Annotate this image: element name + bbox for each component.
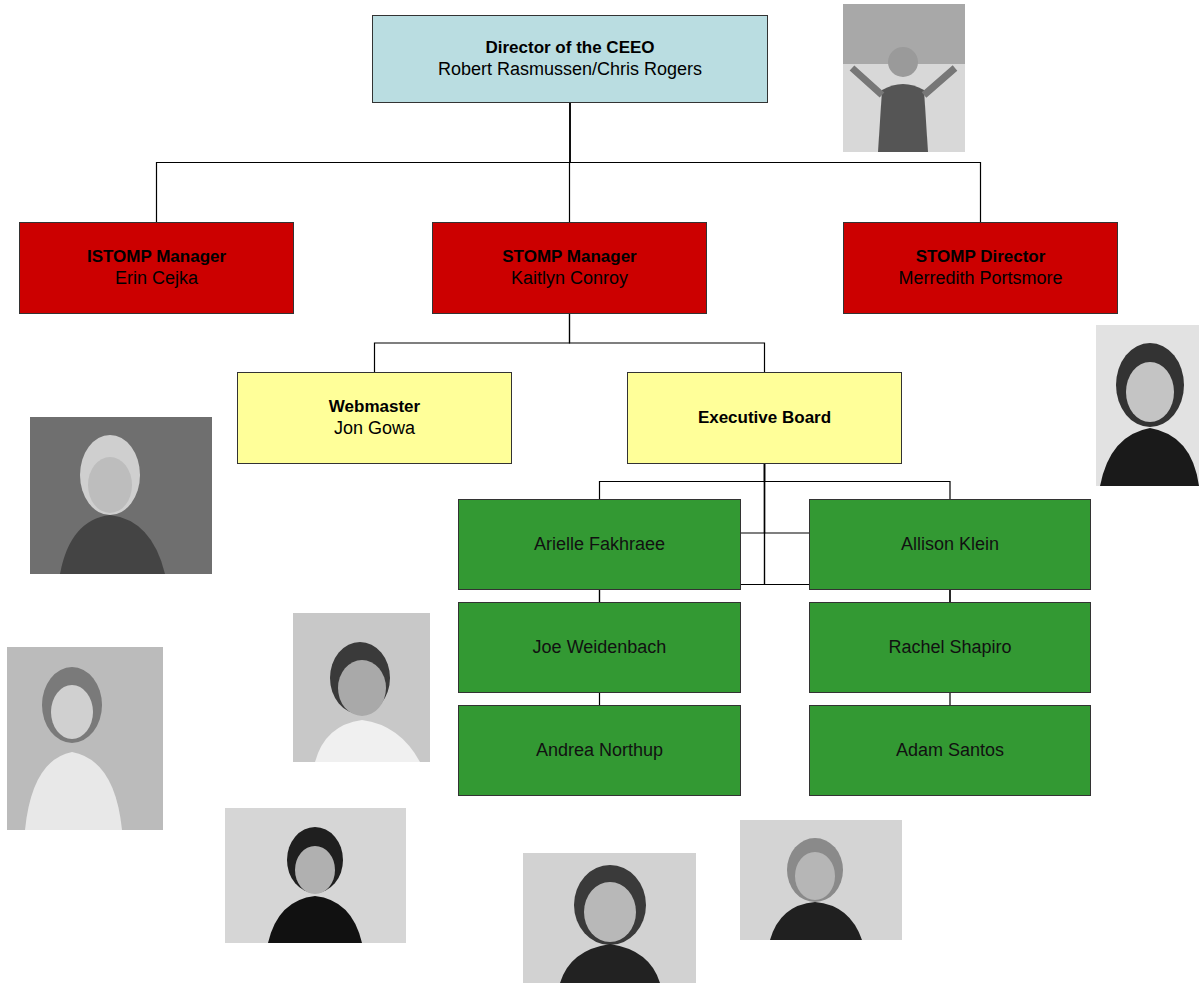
portrait-photo bbox=[740, 820, 902, 940]
box-heading: Webmaster bbox=[329, 396, 420, 417]
box-heading: ISTOMP Manager bbox=[87, 246, 226, 267]
member-box: Joe Weidenbach bbox=[458, 602, 741, 693]
portrait-photo bbox=[7, 647, 163, 830]
person-name: Robert Rasmussen/Chris Rogers bbox=[438, 58, 702, 81]
portrait-photo bbox=[843, 4, 965, 152]
box-heading: STOMP Manager bbox=[502, 246, 636, 267]
box-heading: Director of the CEEO bbox=[485, 37, 654, 58]
org-connector bbox=[570, 103, 981, 222]
box-heading: Allison Klein bbox=[901, 533, 999, 556]
person-name: Kaitlyn Conroy bbox=[511, 267, 628, 290]
person-name: Jon Gowa bbox=[334, 417, 415, 440]
member-box: Allison Klein bbox=[809, 499, 1091, 590]
director-box: Director of the CEEORobert Rasmussen/Chr… bbox=[372, 15, 768, 103]
member-box: Andrea Northup bbox=[458, 705, 741, 796]
director-box: STOMP DirectorMerredith Portsmore bbox=[843, 222, 1118, 314]
org-connector bbox=[157, 103, 571, 222]
org-connector bbox=[600, 464, 765, 499]
person-name: Erin Cejka bbox=[115, 267, 198, 290]
board-box: Executive Board bbox=[627, 372, 902, 464]
portrait-photo bbox=[30, 417, 212, 574]
box-heading: Andrea Northup bbox=[536, 739, 663, 762]
portrait-photo bbox=[523, 853, 696, 983]
member-box: Arielle Fakhraee bbox=[458, 499, 741, 590]
member-box: Rachel Shapiro bbox=[809, 602, 1091, 693]
org-connector bbox=[765, 464, 951, 499]
box-heading: Rachel Shapiro bbox=[888, 636, 1011, 659]
org-connector bbox=[570, 314, 765, 372]
box-heading: STOMP Director bbox=[916, 246, 1046, 267]
manager-box: STOMP ManagerKaitlyn Conroy bbox=[432, 222, 707, 314]
box-heading: Adam Santos bbox=[896, 739, 1004, 762]
portrait-photo bbox=[225, 808, 406, 943]
org-connector bbox=[375, 314, 570, 372]
person-name: Merredith Portsmore bbox=[898, 267, 1062, 290]
box-heading: Arielle Fakhraee bbox=[534, 533, 665, 556]
member-box: Adam Santos bbox=[809, 705, 1091, 796]
portrait-photo bbox=[1096, 325, 1199, 486]
role-box: WebmasterJon Gowa bbox=[237, 372, 512, 464]
manager-box: ISTOMP ManagerErin Cejka bbox=[19, 222, 294, 314]
box-heading: Executive Board bbox=[698, 407, 831, 428]
box-heading: Joe Weidenbach bbox=[533, 636, 667, 659]
portrait-photo bbox=[293, 613, 430, 762]
